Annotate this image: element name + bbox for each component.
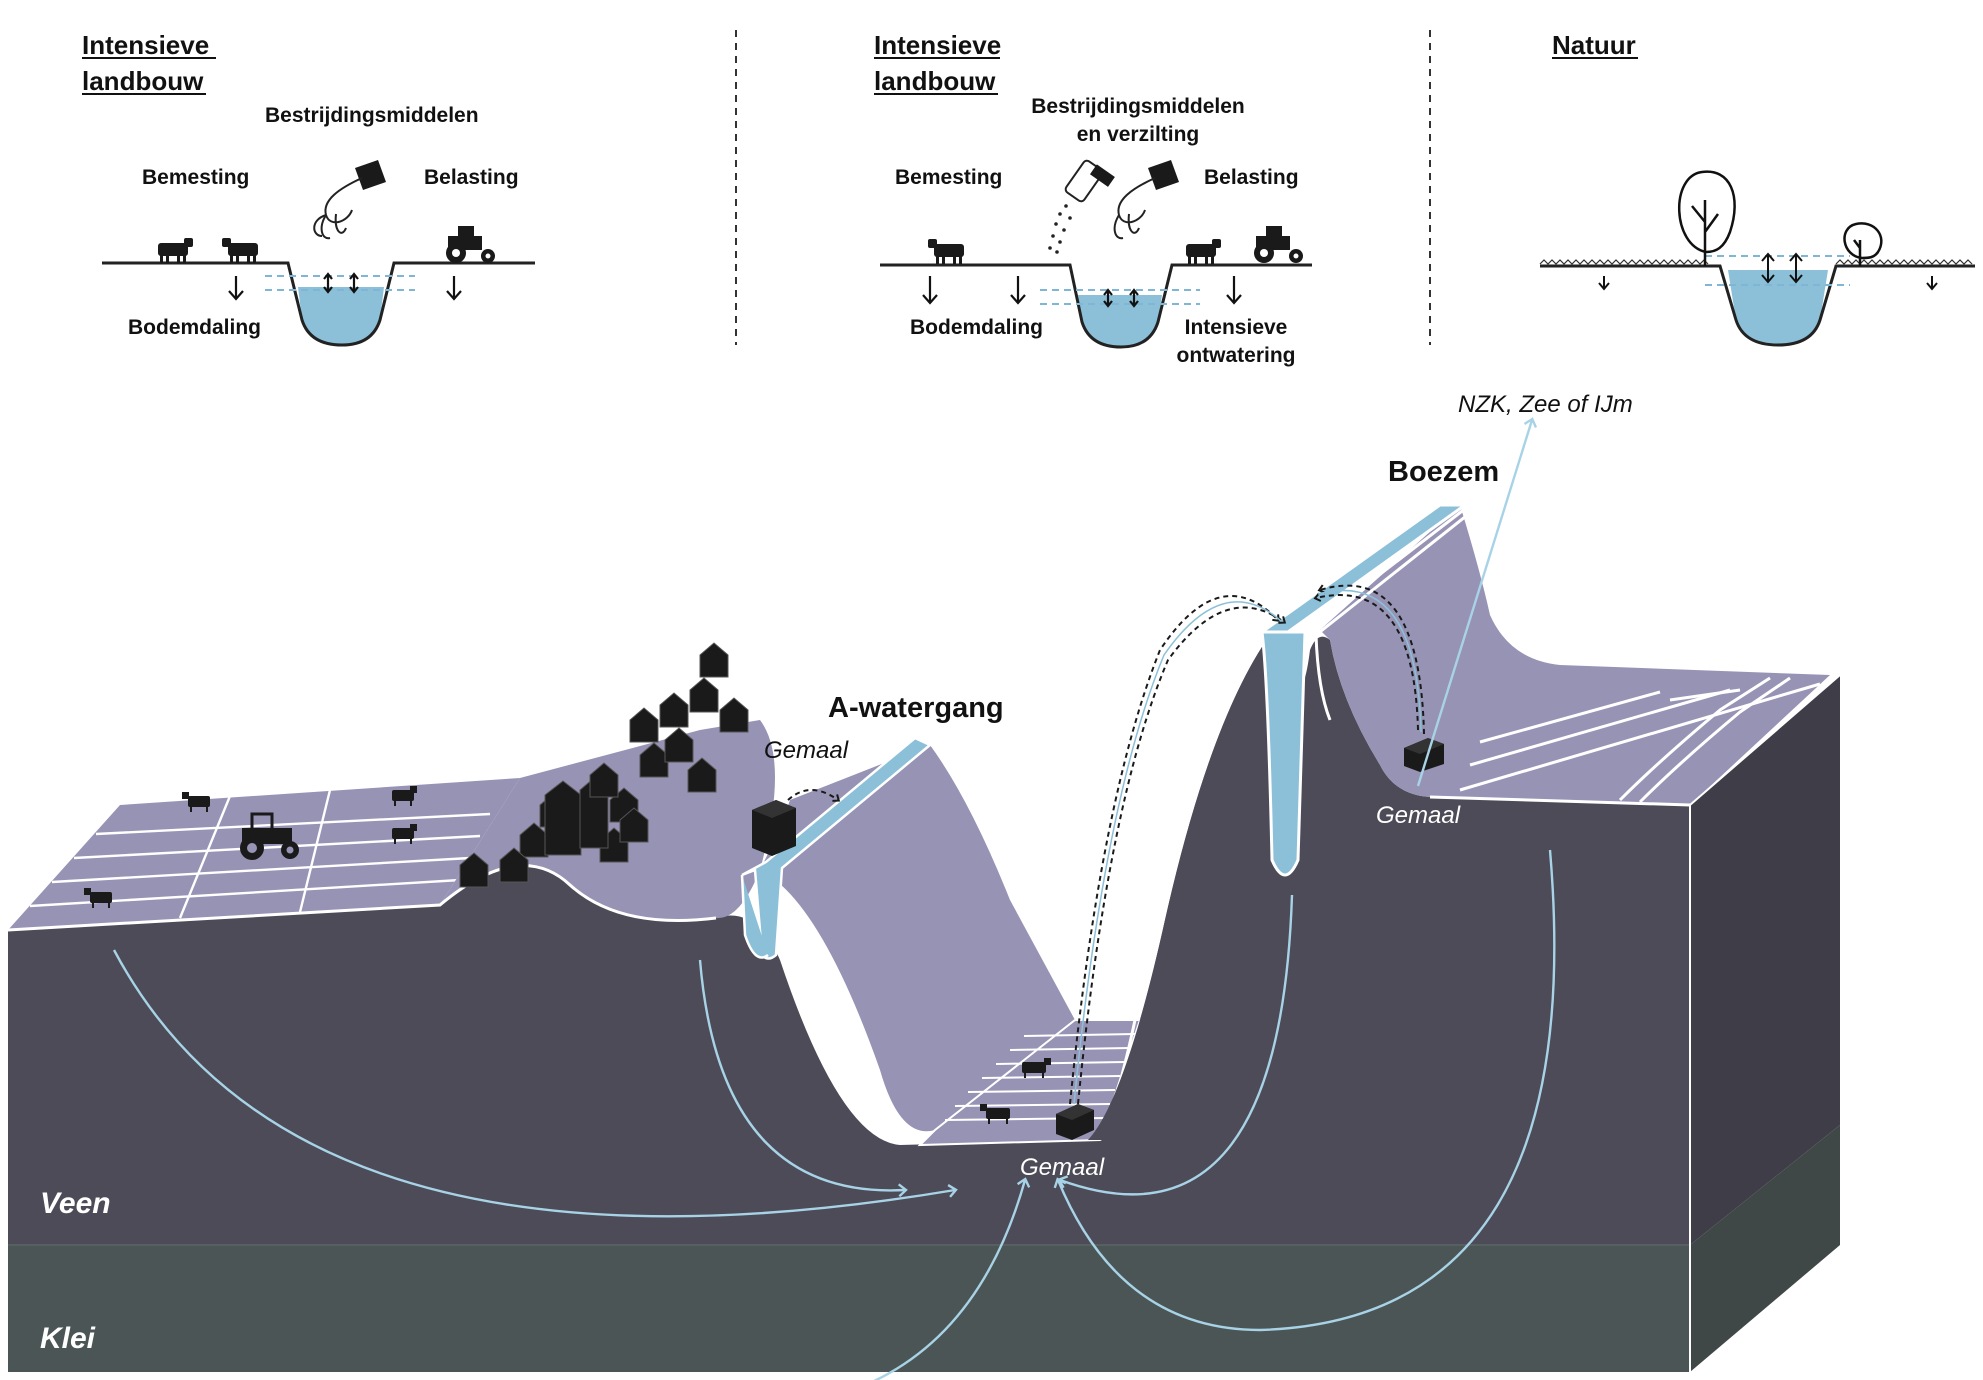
pumping-station-icon [1404, 738, 1444, 772]
panel1-label-bemesting: Bemesting [142, 166, 249, 189]
panel1-title-line2: landbouw [82, 66, 204, 96]
soil-label-klei: Klei [40, 1322, 96, 1355]
groundwater-flow-lines [112, 417, 1556, 1380]
landscape-block: NZK, Zee of IJm Boezem A-watergang Gemaa… [7, 391, 1841, 1380]
boezem-label: Boezem [1388, 456, 1499, 488]
village-houses [459, 642, 749, 888]
panel3-ditch-water [1728, 270, 1828, 345]
panel2-ditch-water [1078, 295, 1162, 347]
cow-icon [222, 238, 258, 263]
gemaal-bottom-label: Gemaal [1020, 1154, 1105, 1181]
cow-icon [1186, 239, 1221, 264]
panel2-label-bemesting: Bemesting [895, 166, 1002, 189]
panel2-label-intensieve: Intensieve [1185, 316, 1288, 339]
tree-icon [1678, 170, 1736, 266]
tractor-icon [446, 226, 495, 263]
panel2-title-line2: landbouw [874, 66, 996, 96]
a-watergang-label: A-watergang [828, 692, 1004, 724]
panel2-ground-line [880, 263, 1312, 349]
pumping-station-icon [1056, 1104, 1094, 1140]
boezem-ridge-left [1088, 635, 1295, 1140]
panel1-label-bodemdaling: Bodemdaling [128, 316, 261, 339]
panel2-label-bodemdaling: Bodemdaling [910, 316, 1043, 339]
a-watergang-slope [760, 745, 1075, 1132]
salt-shaker-icon [1048, 159, 1115, 254]
cow-icon [980, 1104, 1010, 1124]
soil-layer-klei [8, 1245, 1690, 1372]
left-field-surface [8, 778, 520, 930]
cow-icon [392, 824, 417, 844]
hand-pouring-pesticide-icon [313, 160, 386, 240]
block-side-veen [1690, 675, 1840, 1245]
panel2-label-bestrijdingsmiddelen: Bestrijdingsmiddelen [1031, 95, 1245, 118]
panel3-title: Natuur [1552, 30, 1636, 60]
panel1-ditch-water [298, 287, 384, 345]
pumping-station-icon [752, 800, 796, 856]
cow-icon [928, 239, 964, 264]
gemaal-right-label: Gemaal [1376, 802, 1461, 829]
cow-icon [1022, 1058, 1051, 1078]
tractor-icon [1254, 226, 1303, 263]
panel3-ground-line [1540, 264, 1975, 347]
panel2-label-verzilting: en verzilting [1077, 123, 1200, 146]
pump-flow-arrows [787, 584, 1425, 1105]
boezem-ridge-surface [1320, 505, 1830, 805]
cow-icon [158, 238, 193, 263]
tree-icon [1843, 222, 1883, 266]
cow-icon [392, 786, 417, 806]
cow-icon [84, 888, 112, 908]
block-side-klei [1690, 1125, 1840, 1372]
tractor-icon [240, 812, 299, 860]
panel1-title-line1: Intensieve [82, 30, 209, 60]
panel-natuur: Natuur [1539, 30, 1975, 347]
hand-pouring-pesticide-icon [1113, 160, 1179, 240]
panel2-label-ontwatering: ontwatering [1177, 344, 1296, 367]
panel1-ground-line [102, 261, 535, 347]
outflow-label: NZK, Zee of IJm [1458, 391, 1633, 418]
panel1-label-bestrijdingsmiddelen: Bestrijdingsmiddelen [265, 104, 479, 127]
panel2-title-line1: Intensieve [874, 30, 1001, 60]
gemaal-left-label: Gemaal [764, 737, 849, 764]
panel-intensieve-landbouw-1: Intensieve landbouw Bestrijdingsmiddelen… [82, 30, 535, 347]
panel-intensieve-landbouw-2: Intensieve landbouw Bestrijdingsmiddelen… [874, 30, 1312, 367]
panel1-label-belasting: Belasting [424, 166, 519, 189]
soil-label-veen: Veen [40, 1187, 111, 1220]
cow-icon [182, 792, 210, 812]
panel2-label-belasting: Belasting [1204, 166, 1299, 189]
